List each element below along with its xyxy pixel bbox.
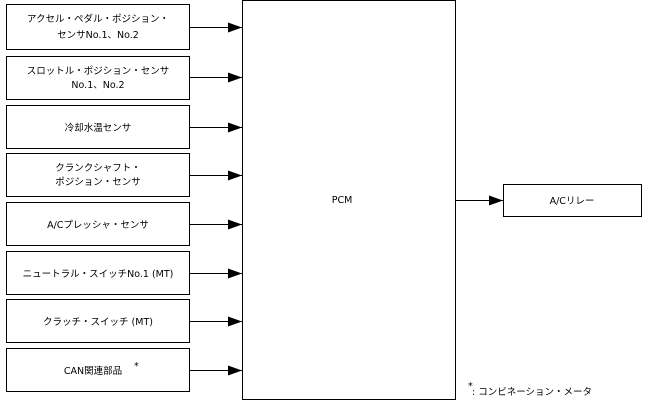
input-box-neutral-switch: ニュートラル・スイッチNo.1 (MT) (6, 251, 190, 295)
footnote-mark: * (134, 361, 139, 372)
input-label-line: CAN関連部品 (64, 365, 122, 377)
input-arrows (190, 22, 242, 376)
input-box-throttle-position-sensor: スロットル・ポジション・センサ No.1、No.2 (6, 56, 190, 100)
footnote-mark: * (468, 381, 473, 392)
input-label-line: クランクシャフト・ (55, 163, 141, 174)
pcm-label: PCM (332, 195, 353, 206)
input-label-line: 冷却水温センサ (65, 122, 132, 134)
input-box-clutch-switch: クラッチ・スイッチ (MT) (6, 299, 190, 343)
input-label-line: A/Cプレッシャ・センサ (47, 220, 149, 231)
output-label: A/Cリレー (550, 196, 595, 207)
input-label-line: No.1、No.2 (71, 80, 124, 91)
output-box-ac-relay: A/Cリレー (503, 184, 642, 217)
input-box-ac-pressure-sensor: A/Cプレッシャ・センサ (6, 202, 190, 246)
input-box-accel-pedal-position-sensor: アクセル・ペダル・ポジション・ センサNo.1、No.2 (6, 4, 190, 50)
footnote-text: : コンビネーション・メータ (472, 387, 592, 398)
input-label-line: アクセル・ペダル・ポジション・ (27, 13, 169, 25)
input-label-line: クラッチ・スイッチ (MT) (43, 317, 153, 328)
input-box-can-components: CAN関連部品 * (6, 348, 190, 392)
input-label-line: スロットル・ポジション・センサ (27, 66, 170, 77)
input-label-line: ニュートラル・スイッチNo.1 (MT) (23, 269, 174, 280)
input-label-line: ポジション・センサ (55, 177, 141, 188)
input-box-crankshaft-position-sensor: クランクシャフト・ ポジション・センサ (6, 153, 190, 197)
pcm-box: PCM (242, 0, 456, 400)
input-box-coolant-temp-sensor: 冷却水温センサ (6, 105, 190, 149)
input-label-line: センサNo.1、No.2 (57, 30, 139, 41)
footnote: * : コンビネーション・メータ (468, 381, 592, 398)
